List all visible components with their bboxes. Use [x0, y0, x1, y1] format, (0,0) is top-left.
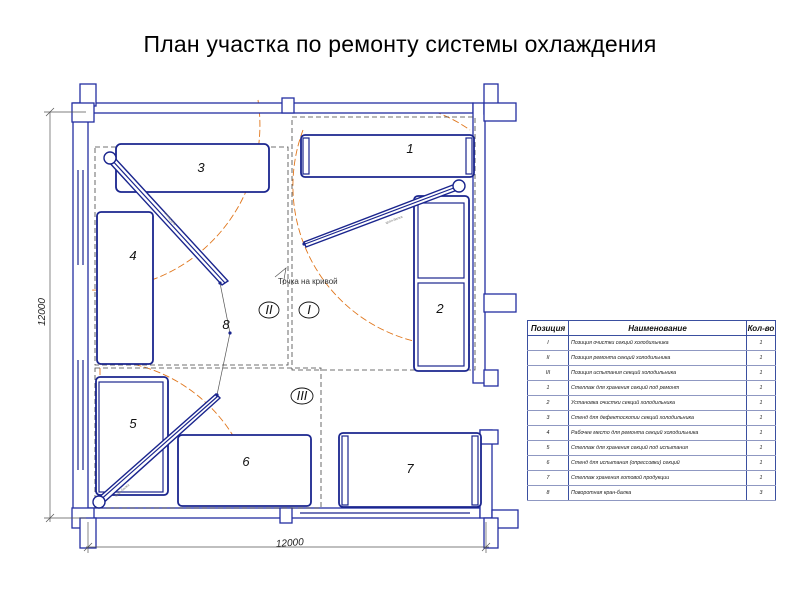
table-cell-name: Стеллаж для хранения секций под ремонт: [568, 380, 747, 396]
table-cell-name: Рабочее место для ремонта секций холодил…: [568, 425, 747, 441]
table-cell-position: 6: [527, 455, 569, 471]
zone-label-iii: III: [297, 388, 308, 403]
table-cell-qty: 1: [746, 335, 776, 351]
equipment-fixtures: [95, 134, 482, 508]
table-cell-position: 1: [527, 380, 569, 396]
table-cell-qty: 1: [746, 440, 776, 456]
table-cell-name: Стеллаж для хранения секций под испытани…: [568, 440, 747, 456]
table-cell-qty: 1: [746, 425, 776, 441]
table-cell-name: Стеллаж хранения готовой продукции: [568, 470, 747, 486]
svg-text:кран-балка: кран-балка: [385, 215, 403, 225]
table-cell-name: Стенд для дефектоскопии секций холодильн…: [568, 410, 747, 426]
table-cell-name: Позиция очистки секций холодильника: [568, 335, 747, 351]
label-3: 3: [197, 160, 205, 175]
dimension-texts: 12000 12000: [37, 298, 305, 550]
fixture-7: [338, 432, 482, 508]
table-cell-qty: 1: [746, 410, 776, 426]
table-cell-name: Установка очистки секций холодильника: [568, 395, 747, 411]
table-cell-name: Поворотная кран-балка: [568, 485, 747, 501]
jib-cranes: стенд для кран-балка кран-балка: [92, 151, 466, 509]
table-cell-position: III: [527, 365, 569, 381]
label-2: 2: [435, 301, 444, 316]
header-position: Позиция: [527, 320, 569, 336]
label-4: 4: [129, 248, 136, 263]
table-cell-position: 3: [527, 410, 569, 426]
table-header-row: Позиция Наименование Кол-во: [527, 320, 776, 336]
slide-title: План участка по ремонту системы охлажден…: [143, 31, 657, 57]
dimension-lines: [44, 107, 491, 553]
table-cell-position: 5: [527, 440, 569, 456]
label-8: 8: [222, 317, 230, 332]
header-qty: Кол-во: [746, 320, 776, 336]
table-cell-name: Стенд для испытания (опрессовки) секций: [568, 455, 747, 471]
table-cell-qty: 1: [746, 365, 776, 381]
label-6: 6: [242, 454, 250, 469]
label-7: 7: [406, 461, 414, 476]
label-1: 1: [406, 141, 413, 156]
fixture-6: [177, 434, 312, 507]
table-cell-qty: 1: [746, 395, 776, 411]
table-cell-name: Позиция испытания секций холодильника: [568, 365, 747, 381]
header-name: Наименование: [568, 320, 747, 336]
table-cell-position: 2: [527, 395, 569, 411]
equipment-labels: 1 2 3 4 5 6 7 8 Точка на кривой: [129, 141, 444, 476]
zone-label-ii: II: [265, 302, 273, 317]
table-cell-qty: 1: [746, 470, 776, 486]
table-cell-position: 8: [527, 485, 569, 501]
dimension-vertical: 12000: [37, 298, 48, 326]
building-walls: [71, 83, 519, 549]
table-cell-position: 7: [527, 470, 569, 486]
table-cell-qty: 1: [746, 350, 776, 366]
table-cell-qty: 1: [746, 455, 776, 471]
table-cell-qty: 3: [746, 485, 776, 501]
zone-markers: II I III: [258, 301, 320, 405]
table-cell-position: 4: [527, 425, 569, 441]
zone-label-i: I: [307, 302, 311, 317]
table-cell-position: I: [527, 335, 569, 351]
dimension-horizontal: 12000: [276, 537, 305, 550]
table-cell-qty: 1: [746, 380, 776, 396]
table-cell-position: II: [527, 350, 569, 366]
fixture-1: [300, 134, 475, 178]
curve-point-label: Точка на кривой: [278, 277, 338, 286]
table-cell-name: Позиция ремонта секций холодильника: [568, 350, 747, 366]
fixture-4: [96, 211, 154, 365]
label-5: 5: [129, 416, 137, 431]
